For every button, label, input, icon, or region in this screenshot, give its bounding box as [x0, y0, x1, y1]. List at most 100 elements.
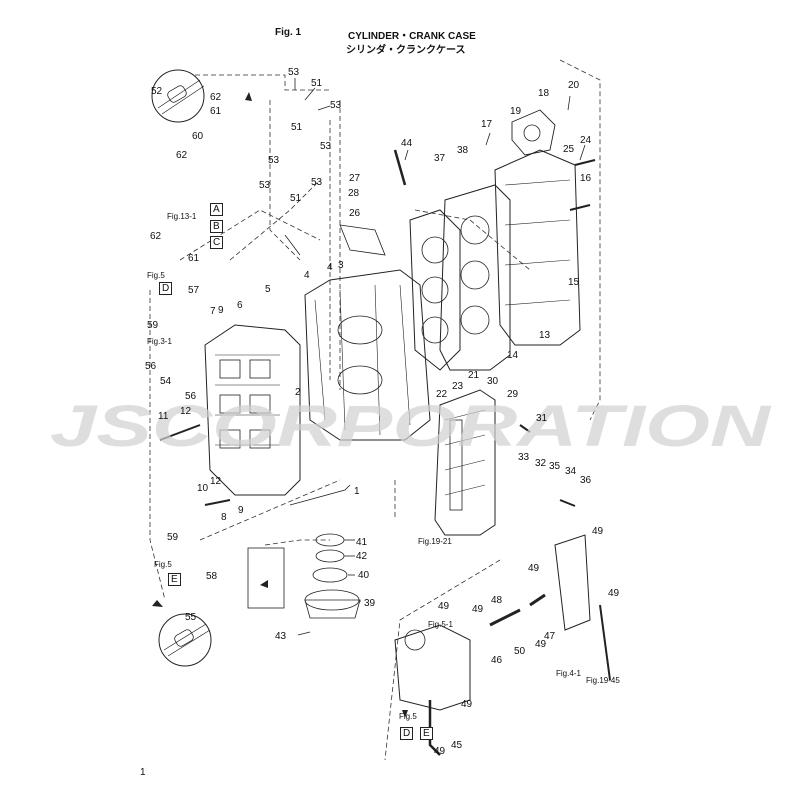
callout-49: 49	[472, 604, 484, 615]
callout-48: 48	[491, 595, 503, 606]
callout-7: 7	[210, 306, 216, 317]
callout-53: 53	[320, 141, 332, 152]
callout-d: D	[159, 282, 173, 295]
callout-42: 42	[356, 551, 368, 562]
callout-29: 29	[507, 389, 519, 400]
callout-4: 4	[304, 270, 310, 281]
callout-47: 47	[544, 631, 556, 642]
callout-62: 62	[150, 231, 162, 242]
callout-39: 39	[364, 598, 376, 609]
callout-e: E	[168, 573, 181, 586]
callout-49: 49	[608, 588, 620, 599]
page-number: 1	[140, 767, 146, 778]
callout-30: 30	[487, 376, 499, 387]
callout-54: 54	[160, 376, 172, 387]
watermark: JSCORPORATION	[50, 396, 772, 456]
callout-2: 2	[295, 387, 301, 398]
figure-label: Fig. 1	[275, 27, 302, 38]
figure-ref-r41[interactable]: Fig.4-1	[556, 669, 581, 678]
callout-60: 60	[192, 131, 204, 142]
callout-61: 61	[210, 106, 222, 117]
callout-53: 53	[268, 155, 280, 166]
callout-51: 51	[290, 193, 302, 204]
callout-62: 62	[176, 150, 188, 161]
callout-20: 20	[568, 80, 580, 91]
callout-16: 16	[580, 173, 592, 184]
callout-36: 36	[580, 475, 592, 486]
callout-c: C	[210, 236, 224, 249]
callout-26: 26	[349, 208, 361, 219]
figure-ref-r13[interactable]: Fig.13-1	[167, 212, 197, 221]
figure-ref-r51[interactable]: Fig.5-1	[428, 620, 453, 629]
callout-41: 41	[356, 537, 368, 548]
callout-4: 4	[327, 262, 333, 273]
figure-title-jp: シリンダ・クランクケース	[346, 45, 466, 56]
callout-27: 27	[349, 173, 361, 184]
callout-e: E	[420, 727, 433, 740]
callout-5: 5	[265, 284, 271, 295]
callout-12: 12	[210, 476, 222, 487]
callout-21: 21	[468, 370, 480, 381]
callout-53: 53	[288, 67, 300, 78]
callout-37: 37	[434, 153, 446, 164]
callout-24: 24	[580, 135, 592, 146]
callout-b: B	[210, 220, 223, 233]
callout-19: 19	[510, 106, 522, 117]
callout-34: 34	[565, 466, 577, 477]
callout-28: 28	[348, 188, 360, 199]
callout-53: 53	[330, 100, 342, 111]
callout-56: 56	[145, 361, 157, 372]
callout-3: 3	[338, 260, 344, 271]
callout-1: 1	[354, 486, 360, 497]
callout-35: 35	[549, 461, 561, 472]
callout-32: 32	[535, 458, 547, 469]
callout-12: 12	[180, 406, 192, 417]
callout-51: 51	[311, 78, 323, 89]
watermark-text: JSCORPORATION	[50, 396, 772, 456]
callout-56: 56	[185, 391, 197, 402]
callout-15: 15	[568, 277, 580, 288]
callout-14: 14	[507, 350, 519, 361]
callout-58: 58	[206, 571, 218, 582]
callout-d: D	[400, 727, 414, 740]
callout-49: 49	[438, 601, 450, 612]
callout-49: 49	[434, 746, 446, 757]
callout-57: 57	[188, 285, 200, 296]
figure-ref-r1921[interactable]: Fig.19-21	[418, 537, 452, 546]
callout-31: 31	[536, 413, 548, 424]
callout-45: 45	[451, 740, 463, 751]
figure-ref-r5a[interactable]: Fig.5	[147, 271, 165, 280]
callout-22: 22	[436, 389, 448, 400]
figure-ref-r1945[interactable]: Fig.19-45	[586, 676, 620, 685]
callout-50: 50	[514, 646, 526, 657]
callout-52: 52	[151, 86, 163, 97]
callout-51: 51	[291, 122, 303, 133]
callout-59: 59	[167, 532, 179, 543]
callout-62: 62	[210, 92, 222, 103]
callout-53: 53	[259, 180, 271, 191]
callout-11: 11	[158, 411, 169, 422]
callout-8: 8	[221, 512, 227, 523]
callout-18: 18	[538, 88, 550, 99]
figure-ref-r5c[interactable]: Fig.5	[399, 712, 417, 721]
callout-23: 23	[452, 381, 464, 392]
callout-61: 61	[188, 253, 200, 264]
callout-53: 53	[311, 177, 323, 188]
figure-ref-r31[interactable]: Fig.3-1	[147, 337, 172, 346]
callout-40: 40	[358, 570, 370, 581]
callout-49: 49	[528, 563, 540, 574]
callout-44: 44	[401, 138, 413, 149]
callout-55: 55	[185, 612, 197, 623]
callout-49: 49	[592, 526, 604, 537]
figure-ref-r5b[interactable]: Fig.5	[154, 560, 172, 569]
callout-25: 25	[563, 144, 575, 155]
callout-13: 13	[539, 330, 551, 341]
callout-17: 17	[481, 119, 493, 130]
callout-43: 43	[275, 631, 287, 642]
callout-46: 46	[491, 655, 503, 666]
callout-59: 59	[147, 320, 159, 331]
callout-49: 49	[535, 639, 547, 650]
callout-9: 9	[238, 505, 244, 516]
